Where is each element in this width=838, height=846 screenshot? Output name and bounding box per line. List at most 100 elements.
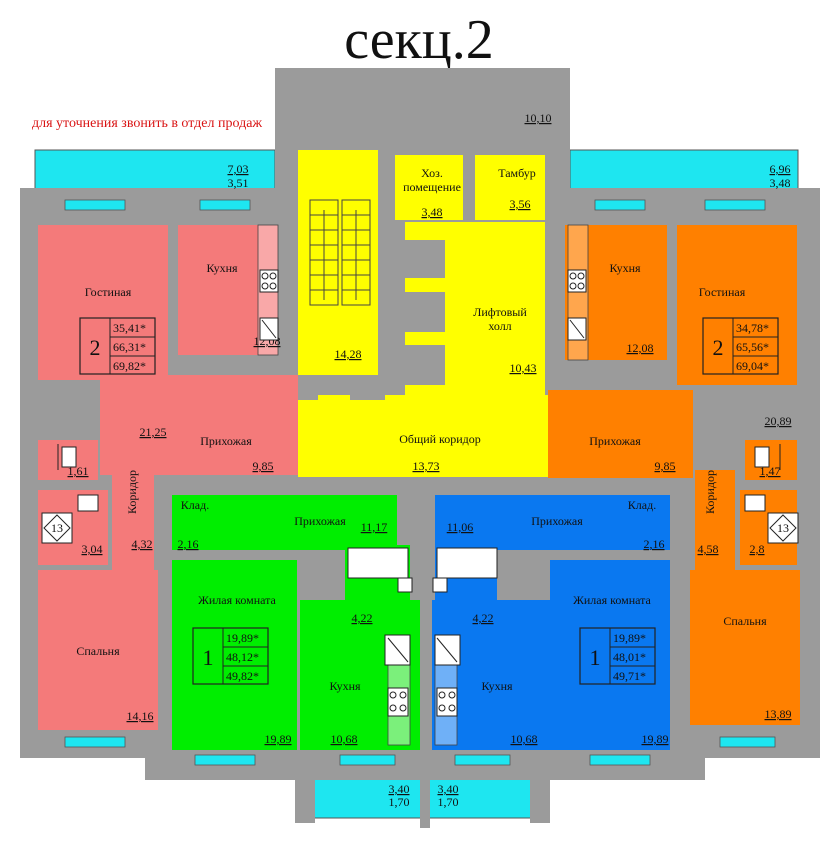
living-area: 19,89*	[613, 631, 646, 645]
hallway	[222, 495, 397, 550]
bathtub-icon	[347, 547, 409, 579]
label-common-corridor: Общий коридор	[399, 432, 481, 446]
closet	[172, 495, 222, 550]
shaft-mark-right: 13	[767, 512, 799, 544]
living-room	[677, 225, 797, 385]
area-balcony-left-full: 7,03	[228, 162, 249, 176]
stove-icon	[259, 269, 279, 293]
area-balcony-bottom-left-half: 1,70	[389, 795, 410, 809]
section-title: секц.2	[344, 9, 494, 71]
label-corridor-right: Коридор	[703, 470, 717, 514]
living-room	[38, 225, 168, 380]
label-hall-green: Прихожая	[294, 514, 346, 528]
area-hall-green: 11,17	[361, 520, 388, 534]
corridor	[112, 470, 154, 570]
area-balcony-top: 10,10	[525, 111, 552, 125]
shaft-number: 13	[777, 521, 789, 535]
toilet-icon	[754, 444, 781, 470]
toilet-icon	[432, 577, 448, 593]
sink-icon	[567, 317, 587, 341]
area-stairs: 14,28	[335, 347, 362, 361]
area-bath-blue: 4,22	[473, 611, 494, 625]
info-box-green: 1 19,89* 48,12* 49,82*	[192, 627, 269, 685]
label-hall-right: Прихожая	[589, 434, 641, 448]
label-kitchen-green: Кухня	[329, 679, 361, 693]
label-room-blue: Жилая комната	[573, 593, 651, 607]
total-area: 48,12*	[226, 650, 259, 664]
rooms-count: 2	[713, 335, 724, 360]
total-area: 48,01*	[613, 650, 646, 664]
vestibule	[475, 155, 545, 220]
closet	[620, 495, 670, 550]
total-area: 66,31*	[113, 340, 146, 354]
info-box-blue: 1 19,89* 48,01* 49,71*	[579, 627, 656, 685]
area-hall-left: 9,85	[253, 459, 274, 473]
area-closet-blue: 2,16	[644, 537, 665, 551]
stove-icon	[387, 687, 409, 717]
area-lift-hall: 10,43	[510, 361, 537, 375]
corridor	[695, 470, 735, 570]
living-area: 34,78*	[736, 321, 769, 335]
label-vestibule: Тамбур	[498, 166, 536, 180]
label-kitchen-left: Кухня	[206, 261, 238, 275]
label-lift-hall-2: холл	[488, 319, 511, 333]
toilet-icon	[57, 444, 77, 470]
label-storage-2: помещение	[403, 180, 461, 194]
apartment-blue-1room	[432, 495, 670, 750]
sink-icon	[744, 494, 766, 512]
area-living-left: 21,25	[140, 425, 167, 439]
label-kitchen-right: Кухня	[609, 261, 641, 275]
rooms-count: 1	[203, 645, 214, 670]
hallway	[100, 375, 298, 475]
sink-icon	[259, 317, 279, 341]
core-area	[298, 150, 548, 477]
stair-flights	[309, 199, 371, 306]
area-kitchen-right: 12,08	[627, 341, 654, 355]
bedroom	[690, 570, 800, 725]
rooms-count: 1	[590, 645, 601, 670]
total-with-balcony: 49,82*	[226, 669, 259, 683]
label-bedroom-left: Спальня	[76, 644, 120, 658]
area-kitchen-blue: 10,68	[511, 732, 538, 746]
area-kitchen-green: 10,68	[331, 732, 358, 746]
label-corridor-left: Коридор	[125, 470, 139, 514]
area-closet-green: 2,16	[178, 537, 199, 551]
label-hall-left: Прихожая	[200, 434, 252, 448]
area-bedroom-left: 14,16	[127, 709, 154, 723]
wc	[745, 440, 797, 480]
hallway	[548, 390, 693, 478]
total-with-balcony: 69,82*	[113, 359, 146, 373]
living-area: 19,89*	[226, 631, 259, 645]
area-balcony-bottom-right-full: 3,40	[438, 782, 459, 796]
windows	[64, 199, 776, 766]
area-balcony-left-half: 3,51	[228, 176, 249, 190]
area-common-corridor: 13,73	[413, 459, 440, 473]
area-storage: 3,48	[422, 205, 443, 219]
label-closet-green: Клад.	[181, 498, 209, 512]
stove-icon	[567, 269, 587, 293]
total-with-balcony: 69,04*	[736, 359, 769, 373]
area-living-right: 20,89	[765, 414, 792, 428]
area-balcony-right-full: 6,96	[770, 162, 791, 176]
shaft-mark-left: 13	[41, 512, 73, 544]
total-with-balcony: 49,71*	[613, 669, 646, 683]
area-hall-blue: 11,06	[447, 520, 474, 534]
storage-room	[395, 155, 463, 220]
toilet-icon	[397, 577, 413, 593]
info-box-left: 2 35,41* 66,31* 69,82*	[79, 317, 156, 375]
label-hall-blue: Прихожая	[531, 514, 583, 528]
shaft-number: 13	[51, 521, 63, 535]
label-living-right: Гостиная	[699, 285, 746, 299]
common-corridor	[298, 395, 548, 477]
area-values: 10,10 7,03 3,51 6,96 3,48 3,40 1,70 3,40…	[68, 111, 792, 809]
area-hall-right: 9,85	[655, 459, 676, 473]
area-balcony-right-half: 3,48	[770, 176, 791, 190]
area-bedroom-right: 13,89	[765, 707, 792, 721]
area-room-blue: 19,89	[642, 732, 669, 746]
area-bath-right: 2,8	[750, 542, 765, 556]
fixtures	[57, 269, 781, 717]
sink-icon	[77, 494, 99, 512]
bedroom	[38, 570, 158, 730]
area-corridor-left: 4,32	[132, 537, 153, 551]
